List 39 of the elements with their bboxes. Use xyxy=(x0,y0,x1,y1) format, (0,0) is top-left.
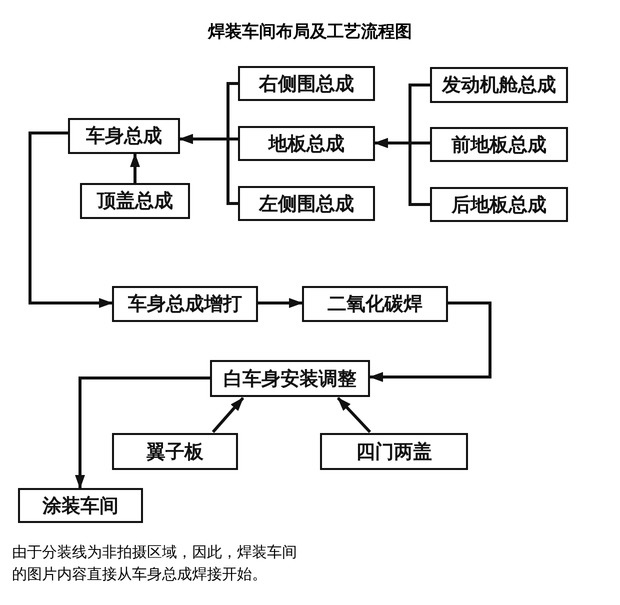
process-box xyxy=(302,286,448,322)
box-label: 左侧围总成 xyxy=(259,192,354,216)
box-label: 后地板总成 xyxy=(452,192,546,218)
arrow xyxy=(374,138,430,206)
caption: 由于分装线为非拍摄区域，因此，焊装车间的图片内容直接从车身总成焊接开始。 xyxy=(12,542,298,585)
box-label: 车身总成 xyxy=(86,124,162,149)
box-label: 前地板总成 xyxy=(452,132,546,158)
process-box xyxy=(430,127,568,162)
process-box xyxy=(238,66,375,101)
process-box xyxy=(430,67,568,103)
process-box xyxy=(320,433,468,470)
box-label: 发动机舱总成 xyxy=(442,73,556,98)
arrow xyxy=(28,132,113,308)
arrow xyxy=(130,153,140,183)
box-label: 右侧围总成 xyxy=(259,72,354,96)
arrow xyxy=(212,397,244,433)
process-box xyxy=(238,126,375,161)
arrow xyxy=(369,302,492,382)
process-box xyxy=(68,118,180,154)
box-label: 车身总成增打 xyxy=(128,292,242,317)
title: 焊装车间布局及工艺流程图 xyxy=(206,21,413,43)
arrow xyxy=(336,396,372,434)
box-label: 顶盖总成 xyxy=(97,189,173,214)
box-label: 白车身安装调整 xyxy=(224,366,356,392)
arrow xyxy=(258,298,303,308)
box-label: 涂装车间 xyxy=(42,494,118,518)
process-box xyxy=(112,286,258,322)
process-box xyxy=(430,187,568,222)
arrow xyxy=(75,376,210,489)
process-box xyxy=(210,360,370,397)
box-label: 二氧化碳焊 xyxy=(328,292,422,317)
box-label: 翼子板 xyxy=(146,440,204,464)
box-label: 地板总成 xyxy=(268,132,344,156)
process-box xyxy=(80,183,190,219)
process-box xyxy=(238,186,375,221)
process-box xyxy=(18,488,143,523)
process-box xyxy=(112,433,238,470)
arrow xyxy=(179,134,238,205)
box-label: 四门两盖 xyxy=(356,440,432,464)
